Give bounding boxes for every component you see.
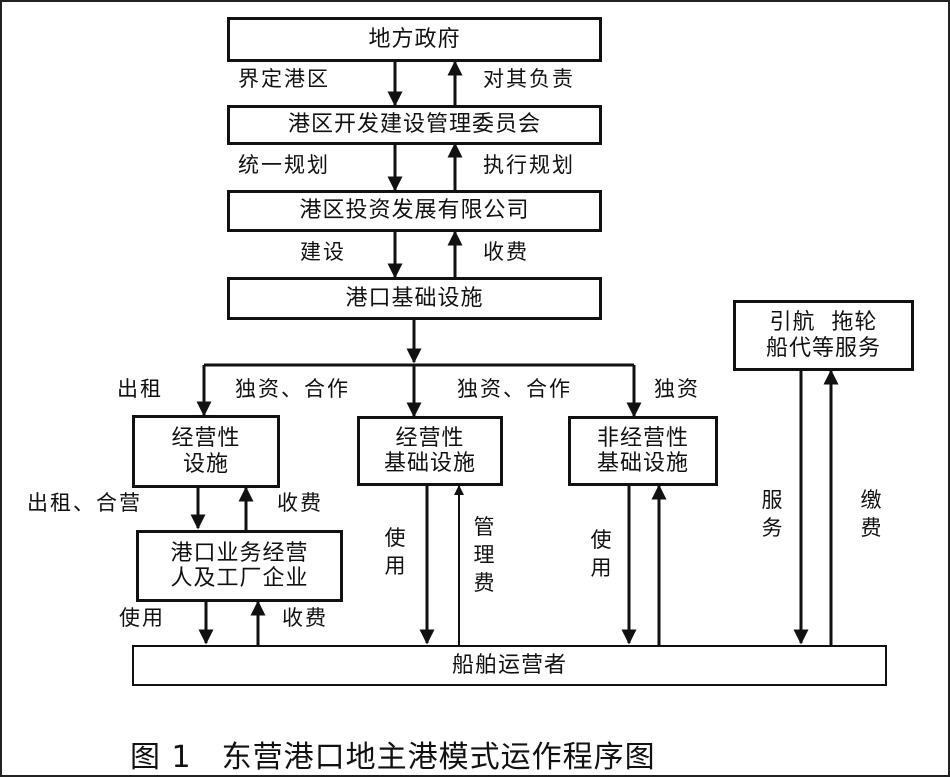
label-responsible: 对其负责: [483, 67, 575, 91]
box-port-operators: 港口业务经营 人及工厂企业: [136, 530, 343, 602]
label-sole-joint-mid: 独资、合作: [457, 377, 572, 401]
label-use-mid: 使用: [384, 526, 406, 578]
box-port-operators-line2: 人及工厂企业: [170, 566, 309, 591]
figure-title: 东营港口地主港模式运作程序图: [221, 740, 656, 775]
box-commercial-infrastructure-line2: 基础设施: [383, 451, 476, 476]
box-port-committee: 港区开发建设管理委员会: [227, 105, 602, 145]
label-sole-joint-left: 独资、合作: [235, 377, 350, 401]
label-unified-plan: 统一规划: [238, 153, 330, 177]
box-commercial-infrastructure: 经营性 基础设施: [357, 416, 503, 486]
label-charge-fee-2: 收费: [277, 491, 323, 515]
label-service: 服务: [761, 488, 783, 540]
label-define-zone: 界定港区: [238, 67, 330, 91]
label-build: 建设: [300, 240, 346, 264]
label-use-left: 使用: [119, 606, 165, 630]
box-noncommercial-infrastructure-line2: 基础设施: [596, 451, 689, 476]
label-pay-fee: 缴费: [860, 488, 882, 540]
box-investment-company: 港区投资发展有限公司: [227, 190, 602, 232]
box-ship-operators-label: 船舶运营者: [451, 652, 567, 678]
figure-number: 图 1: [130, 740, 192, 775]
box-local-government-label: 地方政府: [368, 26, 461, 52]
box-local-government: 地方政府: [227, 17, 602, 62]
box-pilot-services-line1: 引航 拖轮: [769, 310, 878, 336]
figure-caption: 图 1 东营港口地主港模式运作程序图: [2, 732, 948, 775]
label-execute-plan: 执行规划: [483, 153, 575, 177]
box-investment-company-label: 港区投资发展有限公司: [299, 198, 530, 224]
box-commercial-facilities-line1: 经营性: [171, 426, 241, 452]
label-charge-fee: 收费: [483, 240, 529, 264]
box-commercial-facilities: 经营性 设施: [132, 415, 280, 488]
box-ship-operators: 船舶运营者: [132, 645, 887, 686]
box-port-operators-line1: 港口业务经营: [170, 540, 309, 566]
box-port-infrastructure: 港口基础设施: [227, 277, 602, 320]
box-noncommercial-infrastructure: 非经营性 基础设施: [568, 416, 718, 486]
label-charge-fee-3: 收费: [282, 606, 328, 630]
box-port-infrastructure-label: 港口基础设施: [345, 285, 484, 311]
box-pilot-services-line2: 船代等服务: [765, 335, 881, 361]
label-sole-right: 独资: [654, 377, 700, 401]
label-use-right: 使用: [590, 528, 612, 580]
box-noncommercial-infrastructure-line1: 非经营性: [596, 425, 689, 451]
label-management-fee: 管理费: [473, 515, 495, 595]
label-lease-joint: 出租、合营: [27, 491, 142, 515]
label-lease: 出租: [117, 377, 163, 401]
box-commercial-infrastructure-line1: 经营性: [395, 425, 465, 451]
box-pilot-services: 引航 拖轮 船代等服务: [733, 300, 914, 371]
box-port-committee-label: 港区开发建设管理委员会: [287, 112, 541, 138]
box-commercial-facilities-line2: 设施: [182, 451, 229, 477]
